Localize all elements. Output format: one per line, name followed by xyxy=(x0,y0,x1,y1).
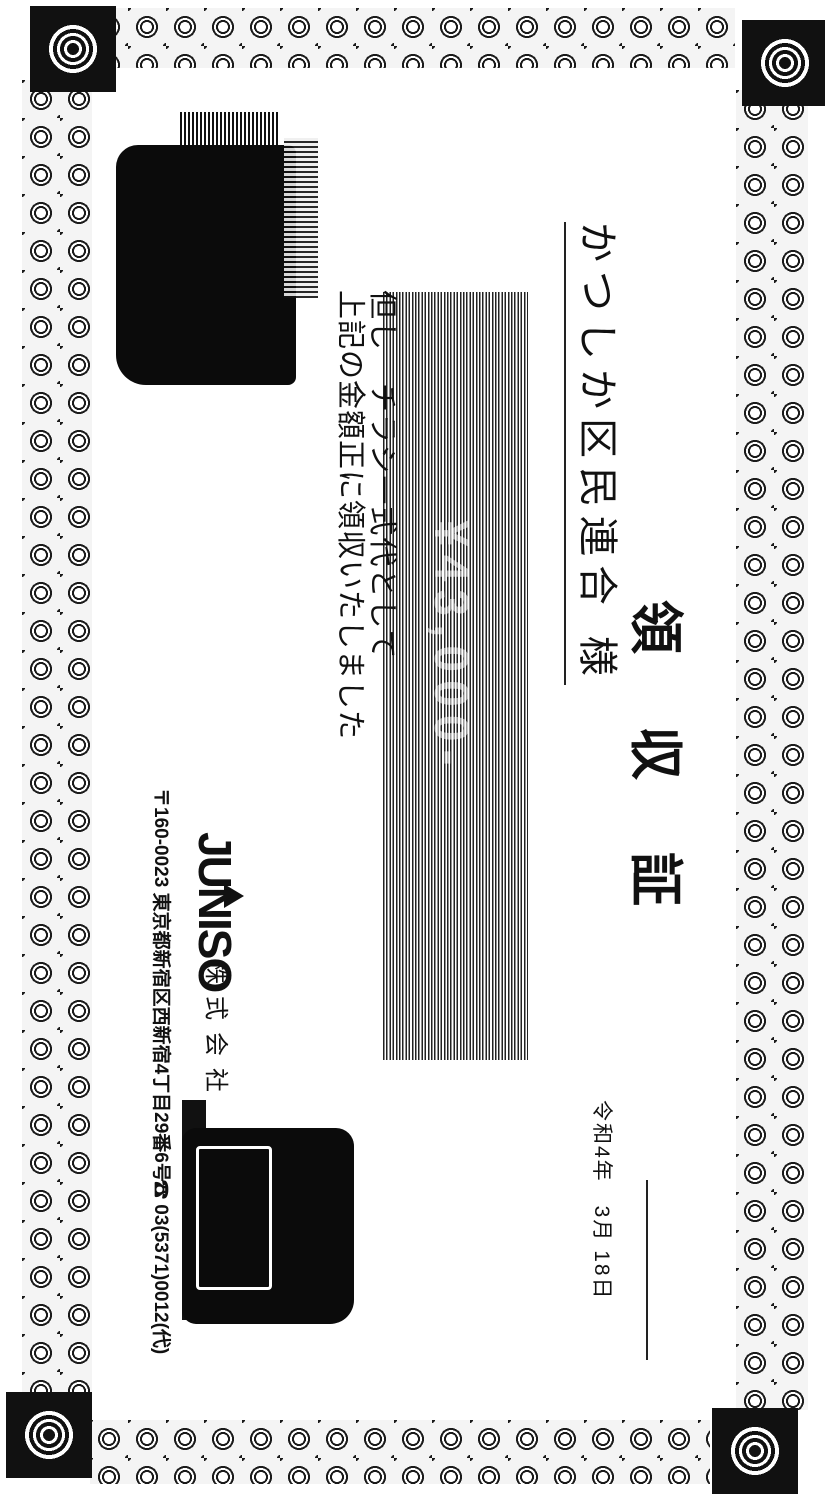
redacted-revenue-stamp xyxy=(116,145,296,385)
corner-ornament-icon xyxy=(30,6,116,92)
logo-triangle-icon xyxy=(224,884,244,908)
confirmation-text: 上記の金額正に領収いたしました xyxy=(334,290,366,741)
corner-ornament-icon xyxy=(6,1392,92,1478)
corner-ornament-icon xyxy=(712,1408,798,1494)
date-underline xyxy=(646,1180,648,1360)
ornamental-border-right xyxy=(736,90,808,1410)
ornamental-border-left xyxy=(22,80,92,1410)
amount-box xyxy=(383,292,528,1060)
company-phone: ☎ 03(5371)0012(代) xyxy=(150,1180,171,1355)
ornamental-border-top xyxy=(90,8,735,68)
redacted-company-seal xyxy=(182,1128,354,1324)
receipt-title: 領収証 xyxy=(624,600,688,978)
corner-ornament-icon xyxy=(742,20,825,106)
company-address: 〒160-0023 東京都新宿区西新宿4丁目29番6号 xyxy=(150,788,171,1182)
stamp-edge-strip xyxy=(284,138,318,298)
recipient-name: かつしか区民連合 様 xyxy=(564,222,630,685)
seal-inner-outline xyxy=(196,1146,272,1290)
amount-value: ¥43,000- xyxy=(424,520,477,774)
revenue-stamp-bars xyxy=(180,112,280,146)
company-name: 株式会社 xyxy=(202,960,229,1104)
receipt-date: 令和4年 3月 18日 xyxy=(590,1100,613,1301)
ornamental-border-bottom xyxy=(90,1420,710,1484)
